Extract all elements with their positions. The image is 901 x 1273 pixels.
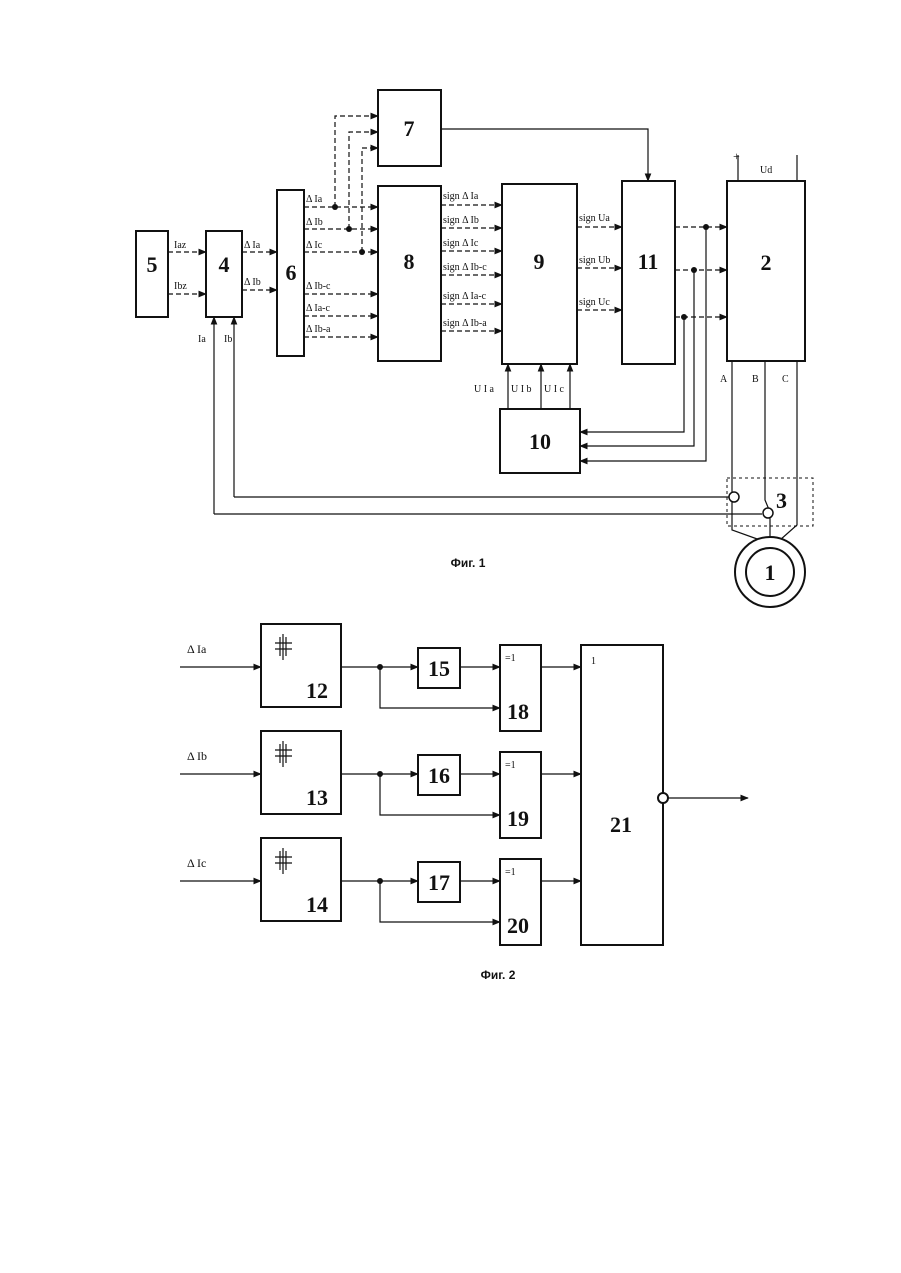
block-20: =1 20 [500, 859, 541, 945]
s-iac-label: sign Δ Ia-c [443, 291, 487, 302]
phase-b-label: B [752, 374, 759, 385]
d-ibc-label: Δ Ib-c [306, 281, 331, 292]
block-6: 6 [277, 190, 304, 356]
block-21: 1 21 [581, 645, 668, 945]
block-6-label: 6 [286, 260, 297, 285]
d-ib-label: Δ Ib [306, 217, 323, 228]
block-10-label: 10 [529, 429, 551, 454]
block-1-label: 1 [765, 560, 776, 585]
block-13-label: 13 [306, 785, 328, 810]
phase-a-label: A [720, 374, 728, 385]
block-15-label: 15 [428, 656, 450, 681]
s-ia-label: sign Δ Ia [443, 191, 479, 202]
utb-label: U I b [511, 384, 532, 395]
d-ic-label: Δ Ic [306, 240, 323, 251]
input-a-label: Δ Ia [187, 642, 207, 656]
plus-label: + [733, 149, 740, 163]
fig2-caption: Фиг. 2 [481, 968, 516, 982]
input-b-label: Δ Ib [187, 749, 207, 763]
fig1-caption: Фиг. 1 [451, 556, 486, 570]
block-9-label: 9 [534, 249, 545, 274]
phase-c-label: C [782, 374, 789, 385]
block-8: 8 [378, 186, 441, 361]
s-ibc-label: sign Δ Ib-c [443, 262, 487, 273]
sensor-ib [729, 492, 739, 502]
supply-ud: + Ud [733, 149, 797, 181]
figure-1: 5 4 6 7 8 9 11 2 [136, 90, 813, 607]
s-ib-label: sign Δ Ib [443, 215, 479, 226]
block-11-label: 11 [638, 249, 659, 274]
d-ib-4-label: Δ Ib [244, 277, 261, 288]
block-11: 11 [622, 181, 675, 364]
block-15: 15 [418, 648, 460, 688]
block-20-label: 20 [507, 913, 529, 938]
block-12-label: 12 [306, 678, 328, 703]
block-13: 13 [261, 731, 341, 814]
block-9: 9 [502, 184, 577, 364]
xor-label: =1 [505, 760, 516, 771]
uta-label: U I a [474, 384, 495, 395]
block-12: 12 [261, 624, 341, 707]
inverter-bubble [658, 793, 668, 803]
block-3-label: 3 [776, 488, 787, 513]
ia-label: Ia [198, 334, 206, 345]
block-21-label: 21 [610, 812, 632, 837]
phase-a-line [732, 361, 760, 540]
input-c-label: Δ Ic [187, 856, 206, 870]
wire-to-7-c [362, 148, 378, 252]
d-iba-label: Δ Ib-a [306, 324, 331, 335]
xor-label: =1 [505, 653, 516, 664]
or-label: 1 [591, 656, 596, 667]
wire-7-11 [441, 129, 648, 181]
ib-label: Ib [224, 334, 232, 345]
block-1-motor: 1 [735, 537, 805, 607]
d-iac-label: Δ Ia-c [306, 303, 330, 314]
block-18-label: 18 [507, 699, 529, 724]
s-ic-label: sign Δ Ic [443, 238, 479, 249]
ibz-label: Ibz [174, 281, 187, 292]
block-18: =1 18 [500, 645, 541, 731]
s-iba-label: sign Δ Ib-a [443, 318, 487, 329]
xor-label: =1 [505, 867, 516, 878]
block-10: 10 [500, 409, 580, 473]
block-4-label: 4 [219, 252, 230, 277]
phase-c-line [780, 361, 797, 540]
utc-label: U I c [544, 384, 565, 395]
suc-label: sign Uc [579, 297, 610, 308]
iaz-label: Iaz [174, 240, 187, 251]
block-5: 5 [136, 231, 168, 317]
d-ia-label: Δ Ia [306, 194, 323, 205]
block-14-label: 14 [306, 892, 328, 917]
block-7: 7 [378, 90, 441, 166]
wire-to-7-b [349, 132, 378, 229]
block-2-label: 2 [761, 250, 772, 275]
figure-2: Δ Ia Δ Ib Δ Ic 12 13 14 [180, 624, 748, 982]
block-5-label: 5 [147, 252, 158, 277]
block-16: 16 [418, 755, 460, 795]
ud-label: Ud [760, 165, 772, 176]
block-17-label: 17 [428, 870, 450, 895]
block-8-label: 8 [404, 249, 415, 274]
sensor-ia [763, 508, 773, 518]
block-4: 4 [206, 231, 242, 317]
block-16-label: 16 [428, 763, 450, 788]
block-2: 2 [727, 181, 805, 361]
block-14: 14 [261, 838, 341, 921]
block-19-label: 19 [507, 806, 529, 831]
d-ia-4-label: Δ Ia [244, 240, 261, 251]
block-17: 17 [418, 862, 460, 902]
sub-label: sign Ub [579, 255, 610, 266]
block-19: =1 19 [500, 752, 541, 838]
sua-label: sign Ua [579, 213, 610, 224]
wire-to-7-a [335, 116, 378, 207]
block-7-label: 7 [404, 116, 415, 141]
